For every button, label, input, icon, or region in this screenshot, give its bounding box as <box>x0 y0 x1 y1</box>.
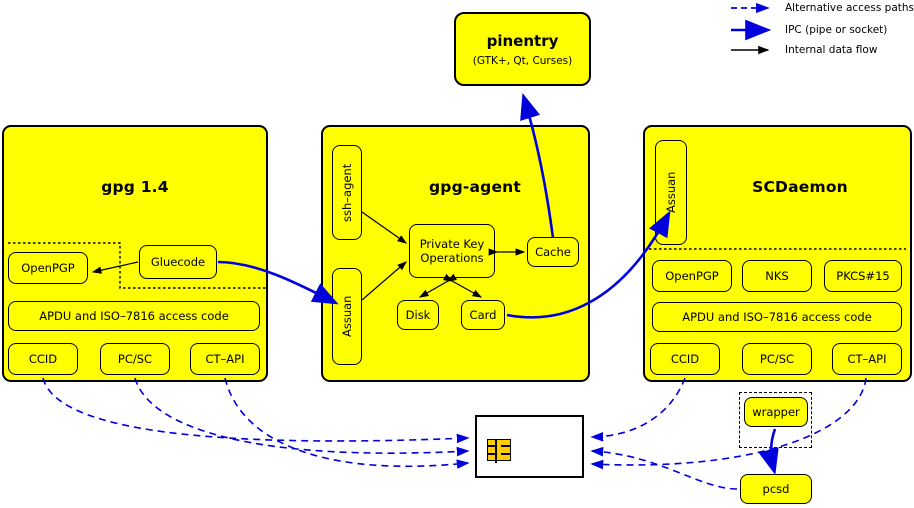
scdaemon-app-pkcs15[interactable]: PKCS#15 <box>824 260 902 292</box>
scdaemon-driver-pcsc[interactable]: PC/SC <box>742 343 812 375</box>
legend-label-internal-flow: Internal data flow <box>785 44 878 56</box>
wrapper-box[interactable]: wrapper <box>744 397 808 427</box>
gpg-agent-card-box[interactable]: Card <box>461 300 505 330</box>
scdaemon-title: SCDaemon <box>752 178 848 196</box>
pinentry-label-group: pinentry (GTK+, Qt, Curses) <box>473 30 573 69</box>
legend-label-ipc: IPC (pipe or socket) <box>785 24 888 36</box>
gpg-apdu-box[interactable]: APDU and ISO–7816 access code <box>8 301 260 331</box>
gpg-openpgp-box[interactable]: OpenPGP <box>8 252 88 284</box>
pinentry-box[interactable]: pinentry (GTK+, Qt, Curses) <box>454 12 591 86</box>
scdaemon-apdu-box[interactable]: APDU and ISO–7816 access code <box>652 302 902 332</box>
pko-line1: Private Key <box>419 237 485 251</box>
gpg-agent-title: gpg-agent <box>428 178 522 196</box>
gpg-driver-pcsc[interactable]: PC/SC <box>100 343 170 375</box>
pcsd-box[interactable]: pcsd <box>740 474 812 504</box>
gpg-driver-ctapi[interactable]: CT–API <box>190 343 260 375</box>
gpg-title: gpg 1.4 <box>101 178 169 196</box>
scdaemon-assuan-box[interactable]: Assuan <box>655 140 687 245</box>
scdaemon-driver-ccid[interactable]: CCID <box>650 343 720 375</box>
pinentry-subtitle: (GTK+, Qt, Curses) <box>472 55 573 68</box>
scdaemon-driver-ctapi[interactable]: CT–API <box>832 343 902 375</box>
pko-line2: Operations <box>420 251 484 265</box>
gpg-agent-disk-box[interactable]: Disk <box>397 300 439 330</box>
smartcard[interactable] <box>475 415 584 478</box>
gpg-agent-private-key-operations-box[interactable]: Private Key Operations <box>409 224 495 278</box>
legend-label-alt-paths: Alternative access paths <box>785 2 914 14</box>
scdaemon-app-openpgp[interactable]: OpenPGP <box>652 260 732 292</box>
scdaemon-app-nks[interactable]: NKS <box>742 260 812 292</box>
gpg-agent-cache-box[interactable]: Cache <box>527 237 579 267</box>
smartcard-chip-icon <box>487 439 511 463</box>
gpg-gluecode-box[interactable]: Gluecode <box>139 245 217 279</box>
gpg-driver-ccid[interactable]: CCID <box>8 343 78 375</box>
gpg-agent-ssh-agent-box[interactable]: ssh–agent <box>332 145 362 240</box>
pinentry-title: pinentry <box>486 31 559 50</box>
gpg-agent-assuan-box[interactable]: Assuan <box>332 268 362 365</box>
